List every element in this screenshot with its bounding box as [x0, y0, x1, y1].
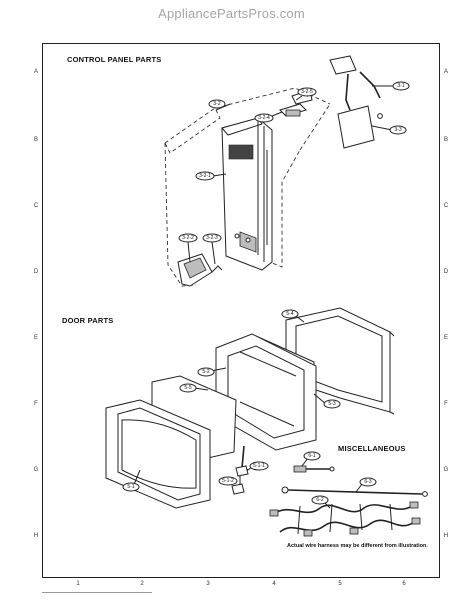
svg-text:6: 6	[402, 581, 406, 587]
svg-text:E: E	[34, 335, 38, 341]
callout-3-2-3: 3-2-3	[202, 233, 222, 243]
svg-text:6-2: 6-2	[316, 497, 323, 503]
svg-text:3-2: 3-2	[213, 101, 220, 107]
svg-text:3: 3	[206, 581, 210, 587]
callout-3-3: 3-3	[389, 125, 407, 135]
control-pcb	[329, 55, 383, 149]
border-marks-bottom: 1 2 3 4 5 6	[76, 581, 406, 587]
svg-text:C: C	[444, 203, 449, 209]
svg-text:D: D	[444, 269, 449, 275]
control-knob	[177, 253, 223, 287]
callout-5-1-1: 5-1-1	[249, 461, 269, 471]
svg-text:5-1-2: 5-1-2	[222, 478, 234, 484]
svg-text:G: G	[34, 467, 39, 473]
svg-text:C: C	[34, 203, 39, 209]
door-latch-parts	[231, 445, 249, 495]
border-marks-right: A B C D E F G H	[444, 69, 449, 539]
svg-text:5-5: 5-5	[184, 385, 191, 391]
harness-note: Actual wire harness may be different fro…	[287, 543, 428, 549]
svg-text:2: 2	[140, 581, 144, 587]
svg-text:3-2-3: 3-2-3	[206, 235, 218, 241]
bottom-rule	[42, 592, 152, 593]
svg-text:3-2-4: 3-2-4	[258, 115, 270, 121]
callout-5-1-2: 5-1-2	[218, 476, 238, 486]
svg-text:5-4: 5-4	[286, 311, 293, 317]
svg-text:A: A	[444, 69, 448, 75]
callout-6-3: 6-3	[359, 477, 377, 487]
svg-text:1: 1	[76, 581, 80, 587]
door-front-5-1	[105, 399, 211, 509]
svg-text:G: G	[444, 467, 449, 473]
svg-text:6-1: 6-1	[308, 453, 315, 459]
svg-text:6-3: 6-3	[364, 479, 371, 485]
misc-wire-harness-6-2	[269, 501, 421, 537]
svg-text:3-2-5: 3-2-5	[301, 89, 313, 95]
door-frame-5-2	[215, 333, 317, 451]
svg-text:D: D	[34, 269, 39, 275]
callout-6-1: 6-1	[303, 451, 321, 461]
misc-harness-6-1	[293, 465, 335, 473]
callout-5-4: 5-4	[281, 309, 299, 319]
callout-6-2: 6-2	[311, 495, 329, 505]
callout-5-5: 5-5	[179, 383, 197, 393]
svg-text:5: 5	[338, 581, 342, 587]
svg-text:5-1-1: 5-1-1	[253, 463, 265, 469]
svg-text:3-3: 3-3	[394, 127, 401, 133]
svg-text:H: H	[444, 533, 448, 539]
callout-3-2-2: 3-2-2	[178, 233, 198, 243]
svg-text:3-2-2: 3-2-2	[182, 235, 194, 241]
svg-text:4: 4	[272, 581, 276, 587]
control-panel-housing	[221, 117, 273, 271]
callout-3-2-1: 3-2-1	[195, 171, 215, 181]
callout-5-3: 5-3	[323, 399, 341, 409]
callout-3-1: 3-1	[392, 81, 410, 91]
callout-5-1: 5-1	[122, 482, 140, 492]
callout-3-2: 3-2	[208, 99, 226, 109]
svg-text:5-1: 5-1	[127, 484, 134, 490]
callout-3-2-5: 3-2-5	[297, 87, 317, 97]
svg-text:5-3: 5-3	[328, 401, 335, 407]
callout-3-2-4: 3-2-4	[254, 113, 274, 123]
section-title-control-panel: CONTROL PANEL PARTS	[67, 55, 162, 64]
svg-text:H: H	[34, 533, 38, 539]
diagram-frame	[42, 43, 440, 578]
svg-text:5-2: 5-2	[202, 369, 209, 375]
svg-text:B: B	[34, 137, 38, 143]
section-title-door: DOOR PARTS	[62, 316, 114, 325]
svg-text:B: B	[444, 137, 448, 143]
misc-wire-6-3	[281, 486, 428, 497]
section-title-misc: MISCELLANEOUS	[338, 444, 406, 453]
svg-text:F: F	[34, 401, 38, 407]
border-marks-left: A B C D E F G H	[34, 69, 39, 539]
callout-5-2: 5-2	[197, 367, 215, 377]
svg-text:3-1: 3-1	[397, 83, 404, 89]
watermark-logo: AppliancePartsPros.com	[158, 6, 305, 21]
svg-text:A: A	[34, 69, 38, 75]
svg-text:F: F	[444, 401, 448, 407]
svg-text:3-2-1: 3-2-1	[199, 173, 211, 179]
svg-text:E: E	[444, 335, 448, 341]
